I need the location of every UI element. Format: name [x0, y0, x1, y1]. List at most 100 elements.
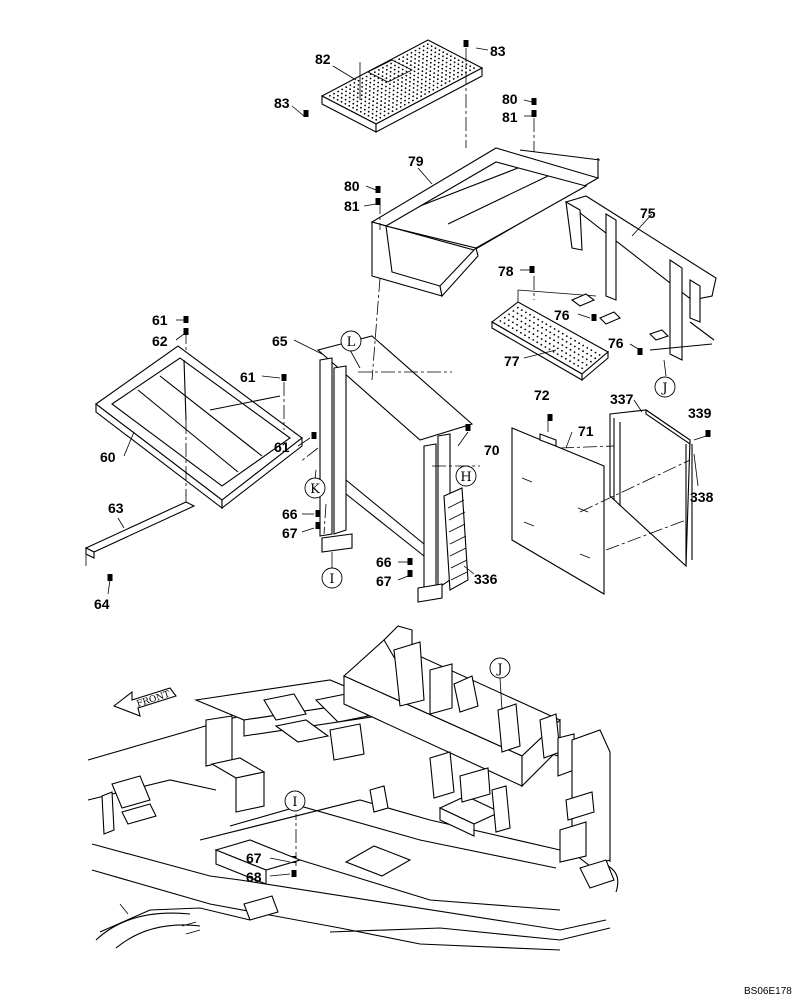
perforation-hole — [548, 348, 551, 351]
perforation-hole — [409, 80, 411, 83]
part-label-65: 65 — [272, 333, 288, 349]
perforation-hole — [388, 87, 391, 90]
perforation-hole — [373, 75, 376, 78]
perforation-hole — [582, 350, 584, 353]
perforation-hole — [414, 49, 417, 52]
perforation-hole — [348, 104, 351, 107]
perforation-hole — [528, 336, 530, 339]
perforation-hole — [405, 83, 407, 85]
perforation-hole — [369, 85, 371, 88]
perforation-hole — [585, 364, 588, 366]
perforation-hole — [425, 68, 428, 70]
assembly-guide-lines — [185, 48, 707, 866]
perforation-hole — [340, 100, 343, 103]
perforation-hole — [544, 346, 547, 348]
ref-marker-H: H — [455, 465, 477, 487]
perforation-hole — [364, 92, 367, 94]
perforation-hole — [381, 79, 384, 82]
perforation-hole — [446, 53, 448, 56]
perforation-hole — [553, 328, 556, 330]
perforation-hole — [380, 100, 383, 102]
perforation-hole — [383, 106, 386, 109]
perforation-hole — [390, 66, 392, 69]
bolt-icon — [183, 316, 189, 323]
perforation-hole — [386, 64, 388, 67]
perforation-hole — [397, 70, 400, 73]
perforation-hole — [507, 319, 510, 321]
perforation-hole — [387, 108, 390, 111]
perforation-hole — [461, 61, 464, 64]
bolt-icon — [637, 348, 643, 355]
perforation-hole — [452, 78, 455, 80]
upper-frame-base — [87, 625, 619, 951]
perforation-hole — [398, 62, 400, 65]
perforation-hole — [428, 86, 431, 89]
perforation-hole — [384, 102, 386, 104]
perforation-hole — [524, 328, 527, 331]
part-label-339: 339 — [688, 405, 712, 421]
part-label-68: 68 — [246, 869, 262, 885]
part-label-66b: 66 — [376, 554, 392, 570]
perforation-hole — [368, 98, 371, 101]
perforation-hole — [376, 89, 379, 92]
perforation-hole — [409, 72, 412, 75]
perforation-hole — [404, 99, 406, 102]
perforation-hole — [403, 103, 406, 106]
perforation-hole — [520, 309, 523, 311]
perforation-hole — [429, 66, 432, 68]
part-label-336: 336 — [474, 571, 498, 587]
perforation-hole — [426, 51, 429, 54]
perforation-hole — [363, 112, 366, 115]
perforation-hole — [397, 74, 400, 77]
perforation-hole — [429, 61, 432, 64]
perforation-hole — [397, 79, 399, 81]
perforation-hole — [353, 90, 355, 93]
perforation-hole — [373, 87, 375, 90]
perforation-hole — [429, 78, 431, 81]
perforation-hole — [352, 106, 354, 109]
perforation-hole — [417, 68, 420, 71]
perforation-hole — [381, 71, 384, 73]
perforation-hole — [388, 100, 390, 102]
perforation-hole — [404, 91, 407, 94]
perforation-hole — [365, 83, 368, 86]
right-frame-75 — [564, 195, 717, 361]
svg-text:L: L — [347, 335, 356, 350]
perforation-hole — [412, 95, 414, 98]
perforation-hole — [503, 316, 506, 319]
perforation-hole — [540, 343, 543, 346]
perforation-hole — [426, 55, 428, 58]
perforation-hole — [516, 306, 519, 309]
ref-marker-K: K — [304, 477, 326, 499]
perforation-hole — [380, 91, 383, 94]
perforation-hole — [432, 88, 435, 91]
perforation-hole — [449, 71, 451, 74]
perforation-hole — [420, 91, 423, 93]
perforation-hole — [440, 84, 443, 87]
perforation-hole — [329, 94, 331, 97]
perforation-hole — [344, 102, 347, 105]
perforation-hole — [413, 66, 416, 69]
perforation-hole — [385, 68, 388, 71]
perforation-hole — [393, 68, 396, 71]
perforation-hole — [418, 47, 421, 50]
perforation-hole — [432, 84, 435, 87]
perforation-hole — [590, 360, 592, 363]
perforation-hole — [453, 61, 456, 64]
perforation-hole — [570, 337, 572, 340]
perforation-hole — [440, 80, 443, 83]
guard-336 — [443, 487, 469, 591]
perforation-hole — [503, 322, 506, 325]
perforation-hole — [565, 346, 568, 349]
perforation-hole — [533, 321, 535, 324]
perforation-hole — [408, 85, 411, 87]
perforation-hole — [372, 104, 374, 107]
perforation-hole — [536, 330, 539, 332]
perforation-hole — [428, 90, 431, 93]
bolt-icon — [547, 414, 553, 421]
perforation-hole — [384, 98, 387, 100]
perforation-hole — [412, 99, 414, 102]
perforation-hole — [389, 79, 392, 82]
perforation-hole — [416, 89, 419, 91]
part-label-67b: 67 — [376, 573, 392, 589]
